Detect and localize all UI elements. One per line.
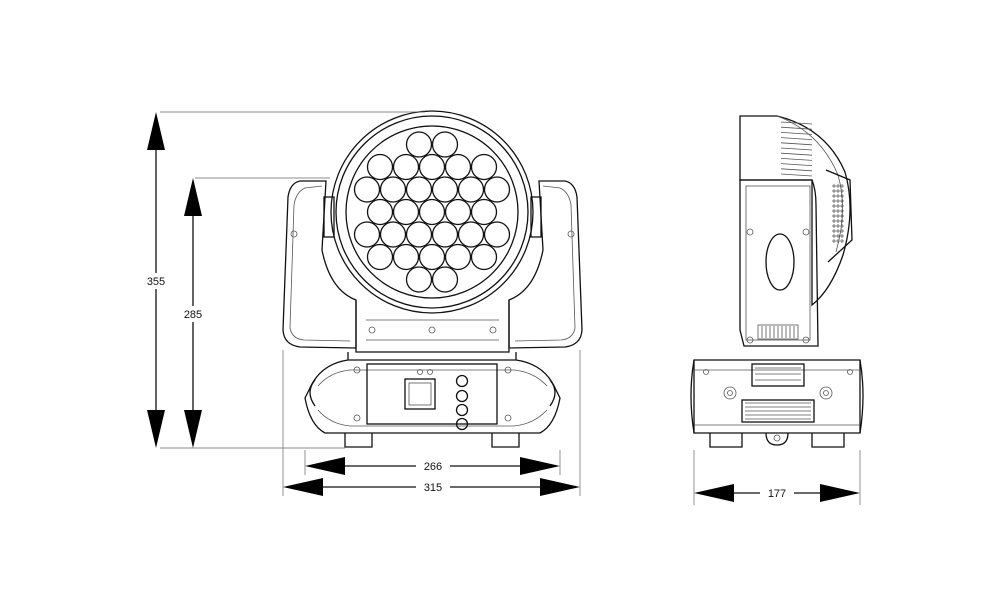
led-lens: [444, 243, 472, 271]
led-lens: [379, 176, 407, 203]
lens-plate: [345, 125, 519, 299]
led-lens: [483, 176, 511, 203]
led-lens: [405, 131, 433, 158]
dim-width-head: 266: [424, 461, 442, 473]
led-lens: [418, 243, 446, 271]
front-view: [282, 110, 583, 448]
dim-width-base: 315: [424, 482, 442, 494]
enter-button: [455, 417, 469, 431]
arm-grille: [757, 324, 799, 340]
yoke-left-arm: [282, 180, 357, 349]
dimension-lines: 355 285 266 315 177: [141, 111, 861, 505]
led-lens: [431, 266, 459, 293]
led-lens: [431, 221, 459, 248]
display-screen: [404, 378, 436, 410]
led-lens: [444, 153, 472, 181]
dim-height-body: 285: [184, 309, 202, 321]
cooling-fins: [780, 121, 813, 177]
side-arm-window: [765, 233, 795, 291]
foot-left: [344, 433, 373, 448]
led-lens: [405, 176, 433, 203]
control-panel: [366, 363, 498, 425]
led-lens: [457, 221, 485, 248]
side-vent-grille: [832, 184, 844, 243]
led-lens: [470, 243, 498, 271]
led-lens: [405, 266, 433, 293]
side-head-housing: [739, 115, 851, 307]
led-lens: [353, 221, 381, 248]
led-lens: [366, 198, 394, 226]
led-lens: [392, 198, 420, 226]
led-lens: [418, 198, 446, 226]
up-button: [455, 389, 469, 403]
dim-height-total: 355: [147, 276, 165, 288]
led-lens: [392, 243, 420, 271]
led-lens: [353, 176, 381, 203]
base-vent-slots: [745, 367, 811, 420]
led-lens: [431, 176, 459, 203]
yoke-bracket: [355, 300, 510, 353]
led-lens: [444, 198, 472, 226]
led-lens: [392, 153, 420, 181]
led-lens: [483, 221, 511, 248]
dim-depth: 177: [768, 488, 786, 500]
led-lens: [457, 176, 485, 203]
led-lens: [470, 153, 498, 181]
led-lens: [418, 153, 446, 181]
led-lens: [431, 131, 459, 158]
led-lens: [379, 221, 407, 248]
led-lens: [405, 221, 433, 248]
side-yoke-arm: [739, 179, 819, 347]
menu-button: [455, 374, 469, 388]
yoke-right-arm: [508, 180, 583, 349]
foot-right: [491, 433, 520, 448]
led-lens: [366, 243, 394, 271]
led-lens: [470, 198, 498, 226]
led-lens: [366, 153, 394, 181]
head-outer-ring: [330, 110, 534, 314]
down-button: [455, 403, 469, 417]
lens-array: [353, 131, 511, 293]
side-view: [690, 115, 864, 448]
